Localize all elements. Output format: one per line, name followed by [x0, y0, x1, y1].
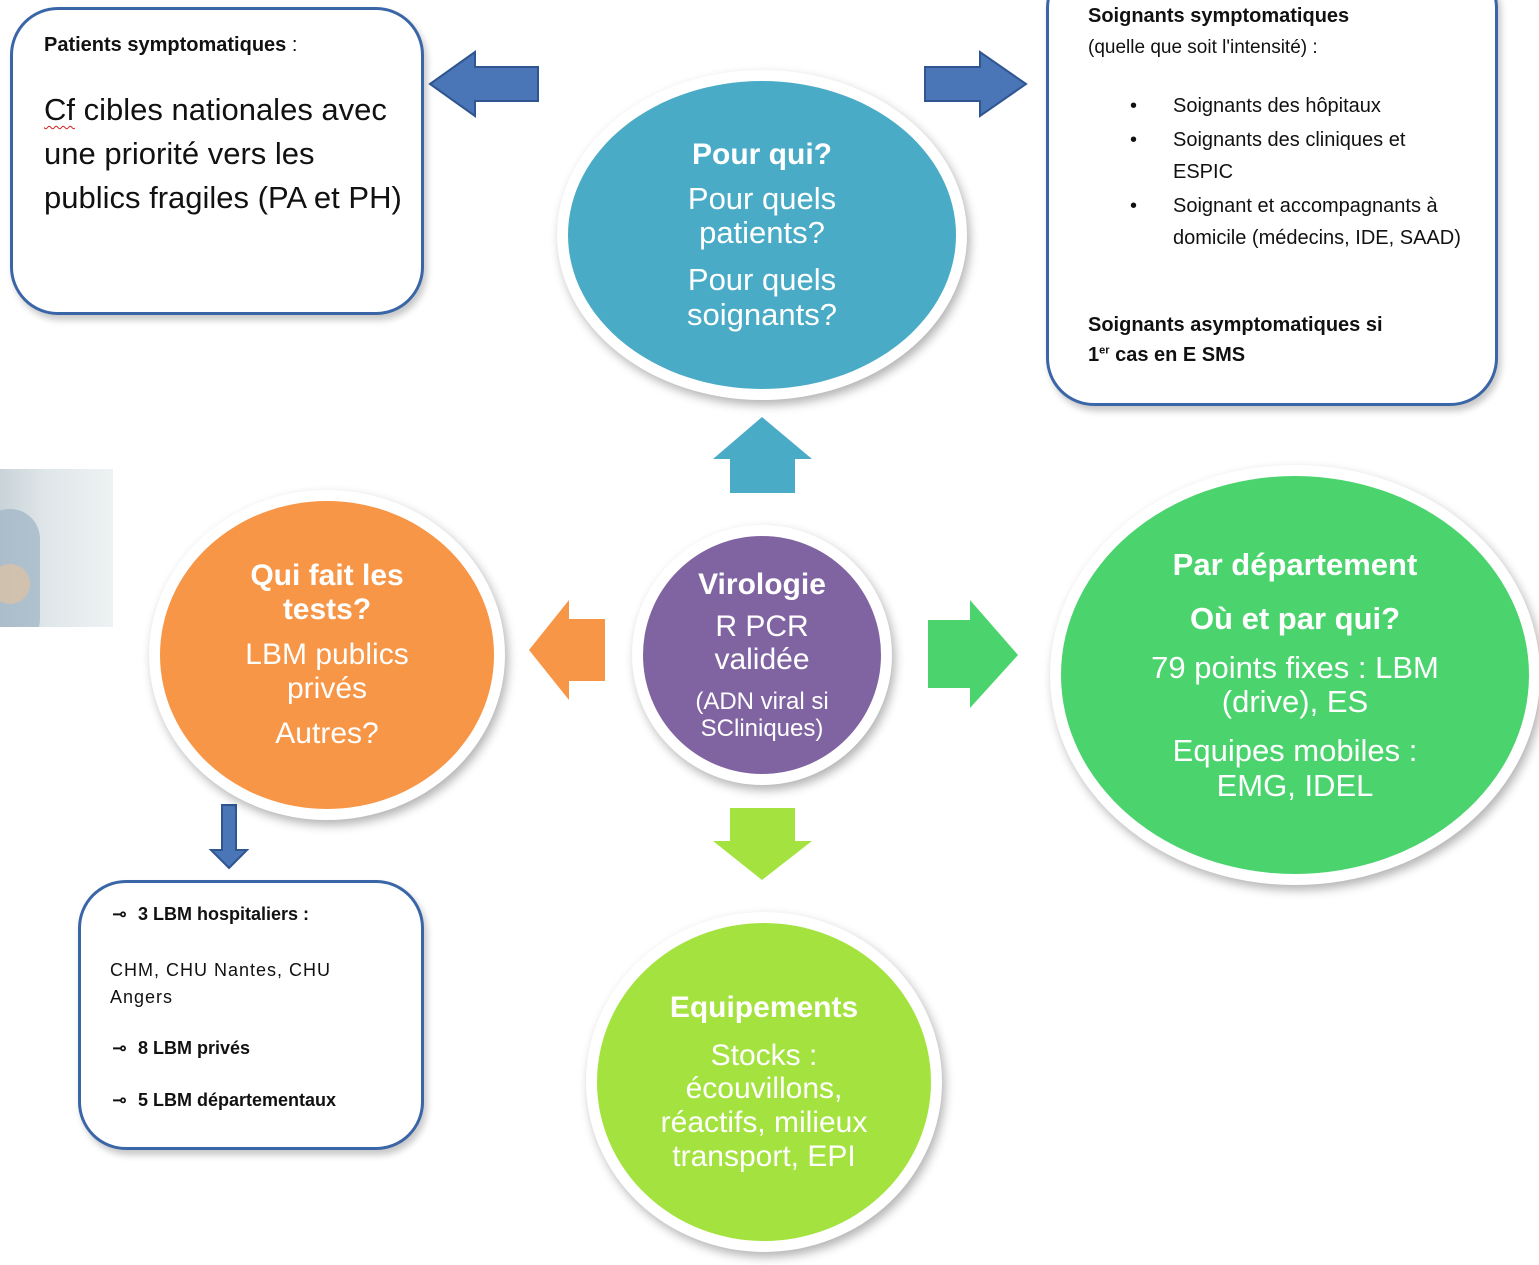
- lbm-departementaux: ⊸5 LBM départementaux: [112, 1090, 337, 1110]
- arrow-down-to-equipements: [713, 808, 812, 880]
- virologie-title: Virologie: [698, 567, 826, 601]
- virologie-pcr: R PCR validée: [714, 609, 810, 677]
- qui-fait-circle: Qui fait les tests? LBM publics privés A…: [149, 490, 505, 820]
- key-icon: ⊸: [112, 1038, 128, 1058]
- list-item: Soignants des hôpitaux: [1130, 90, 1470, 122]
- arrow-down-to-lbm: [208, 804, 250, 870]
- soignants-list: Soignants des hôpitaux Soignants des cli…: [1130, 90, 1470, 256]
- qui-fait-autres: Autres?: [275, 717, 379, 751]
- arrow-left-to-patients: [428, 50, 539, 118]
- equipements-stocks: Stocks : écouvillons, réactifs, milieux …: [660, 1038, 868, 1173]
- list-item: Soignant et accompagnants à domicile (mé…: [1130, 190, 1470, 254]
- lbm-prives: ⊸8 LBM privés: [112, 1038, 251, 1058]
- arrow-right-to-soignants: [924, 50, 1028, 118]
- pour-qui-patients: Pour quels patients?: [687, 180, 837, 251]
- equipements-title: Equipements: [669, 990, 859, 1024]
- pour-qui-circle: Pour qui? Pour quels patients? Pour quel…: [557, 70, 967, 400]
- arrow-right-to-departement: [928, 600, 1018, 708]
- virologie-circle: Virologie R PCR validée (ADN viral si SC…: [632, 525, 892, 785]
- key-icon: ⊸: [112, 1090, 128, 1110]
- pour-qui-title: Pour qui?: [692, 137, 832, 171]
- virologie-adn: (ADN viral si SCliniques): [695, 687, 829, 742]
- equipements-circle: Equipements Stocks : écouvillons, réacti…: [586, 912, 942, 1252]
- qui-fait-lbm: LBM publics privés: [245, 638, 409, 705]
- soignants-title: Soignants symptomatiques: [1088, 5, 1350, 27]
- departement-circle: Par département Où et par qui? 79 points…: [1050, 465, 1539, 885]
- qui-fait-title: Qui fait les tests?: [250, 559, 404, 626]
- photo-fragment: [0, 469, 113, 627]
- soignants-subtitle: (quelle que soit l'intensité) :: [1088, 37, 1318, 58]
- arrow-left-to-qui-fait: [529, 600, 605, 700]
- departement-equipes-mobiles: Equipes mobiles : EMG, IDEL: [1172, 733, 1418, 803]
- lbm-hospitaliers: ⊸3 LBM hospitaliers :: [112, 904, 310, 924]
- patients-box: [10, 7, 424, 315]
- lbm-box: [78, 880, 424, 1150]
- patients-title: Patients symptomatiques :: [44, 34, 298, 56]
- departement-title: Par département: [1172, 546, 1418, 582]
- lbm-hospitaliers-detail: CHM, CHU Nantes, CHU Angers: [110, 960, 332, 1007]
- arrow-up-to-pour-qui: [713, 417, 812, 493]
- departement-points-fixes: 79 points fixes : LBM (drive), ES: [1151, 649, 1439, 720]
- pour-qui-soignants: Pour quels soignants?: [687, 262, 837, 332]
- patients-description: Cf cibles nationales avec une priorité v…: [44, 92, 402, 216]
- list-item: Soignants des cliniques et ESPIC: [1130, 124, 1470, 188]
- departement-subtitle: Où et par qui?: [1189, 600, 1401, 636]
- key-icon: ⊸: [112, 904, 128, 924]
